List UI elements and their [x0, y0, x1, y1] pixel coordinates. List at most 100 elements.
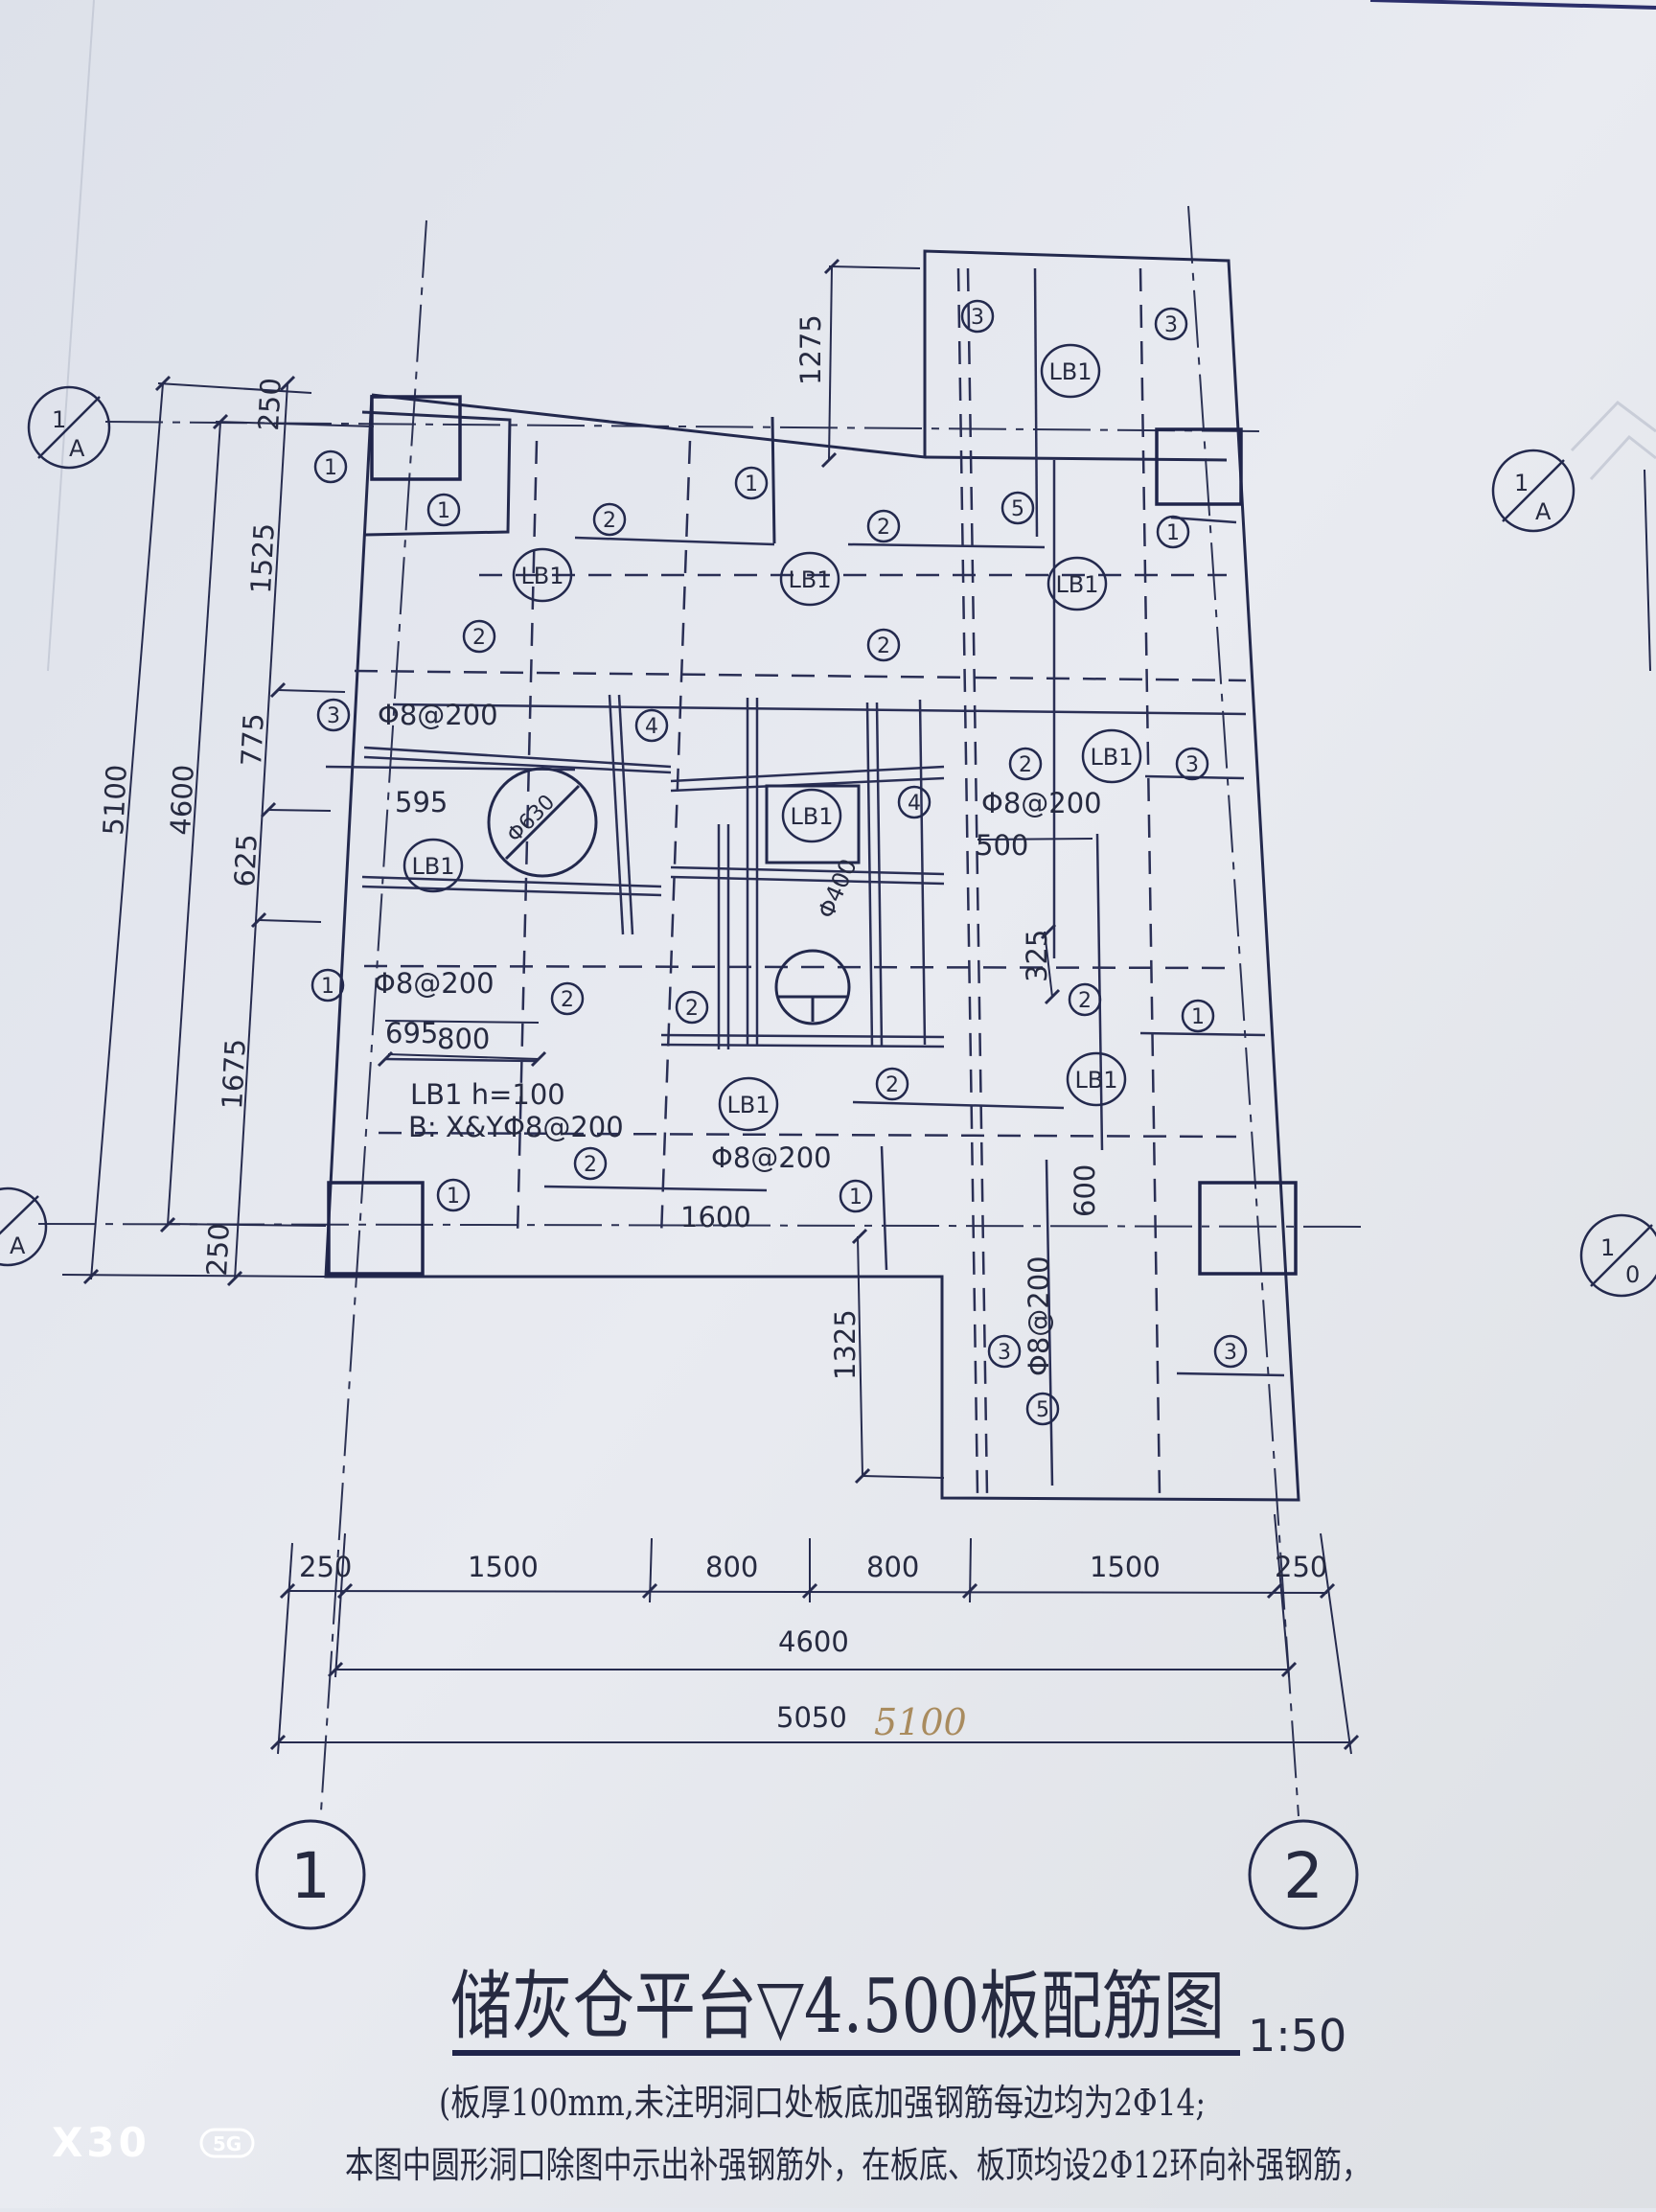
slab-tag-ellipse [1040, 343, 1101, 399]
axis-bubble-label: 1 [290, 1839, 331, 1913]
rebar-mark: 2 [1008, 747, 1043, 781]
rebar-mark-number: 3 [327, 704, 340, 728]
dimension-tick [377, 1050, 394, 1068]
rebar-mark-number: 2 [877, 634, 890, 658]
rebar-mark-circle [734, 466, 769, 500]
section-mark-bottom: A [10, 1233, 26, 1259]
rebar-mark: 1 [839, 1179, 873, 1213]
rebar-mark-number: 1 [447, 1185, 460, 1209]
rebar-mark-number: 3 [1224, 1341, 1237, 1365]
bottom-dim-total: 5050 [776, 1701, 847, 1734]
slab-spec-line2: B: X&YΦ8@200 [408, 1111, 624, 1143]
slab-tag-label: LB1 [788, 566, 831, 593]
rebar-mark: 1 [734, 466, 769, 500]
rebar-mark-number: 2 [1019, 753, 1032, 777]
dimension-tick [1280, 1661, 1298, 1678]
rebar-mark: 3 [1213, 1334, 1248, 1369]
adjacent-drawing-fragment [1570, 401, 1656, 481]
rebar-mark-number: 2 [603, 509, 616, 533]
dimension-tick [154, 375, 172, 392]
slab-tag-ellipse [1046, 556, 1108, 611]
section-mark-labels: 1 A 1 A A 1 0 [10, 406, 1640, 1288]
dimension-tick [851, 1228, 868, 1245]
camera-5g-label: 5G [213, 2132, 242, 2155]
section-mark-top: 1 [1514, 470, 1529, 496]
rebar-mark-circle [1181, 999, 1215, 1033]
bottom-dim-mid: 4600 [778, 1625, 849, 1658]
slab-tag-ellipse [402, 838, 464, 893]
left-dim-mid: 4600 [164, 764, 200, 836]
rebar-mark-circle [1156, 515, 1190, 549]
rebar-mark-number: 1 [324, 456, 337, 480]
rebar-mark: 4 [634, 708, 669, 743]
rebar-mark-circle [1068, 982, 1102, 1017]
rebar-mark-circle [1000, 491, 1035, 525]
slab-tag-label: LB1 [1074, 1067, 1117, 1094]
bottom-dim-seg: 1500 [468, 1551, 539, 1583]
dimension-tick [1040, 923, 1057, 940]
rebar-mark-number: 3 [971, 306, 984, 330]
rebar-mark-circle [573, 1146, 608, 1181]
slab-tag-ellipse [1066, 1051, 1127, 1107]
camera-watermark: X30 [52, 2119, 150, 2166]
rebar-mark-number: 2 [886, 1073, 899, 1097]
dimension-tick [212, 413, 229, 430]
internal-dim: 1600 [680, 1201, 751, 1233]
paper-top-edge [1369, 0, 1656, 10]
slab-tag-label: LB1 [726, 1092, 770, 1118]
dimension-tick [279, 375, 296, 392]
axis-bubble-2: 2 [1248, 1819, 1359, 1930]
rebar-mark-circle [462, 619, 496, 654]
dimension-tick [336, 1582, 354, 1600]
left-dim-seg: 1675 [216, 1038, 252, 1110]
rebar-mark: 4 [897, 785, 932, 819]
rebar-spec: Φ8@200 [374, 967, 494, 1000]
drawing-scale: 1:50 [1248, 2010, 1346, 2062]
slab-tag: LB1 [781, 788, 842, 843]
note-line-1: (板厚100mm,未注明洞口处板底加强钢筋每边均为2Φ14; [439, 2082, 1206, 2124]
round-hole-630 [487, 767, 598, 878]
left-dim-total: 5100 [97, 764, 133, 836]
internal-dim: 695 [385, 1017, 438, 1049]
dimension-tick [250, 911, 267, 929]
section-mark-top: 1 [1600, 1234, 1615, 1261]
slab-tag-ellipse [781, 788, 842, 843]
handwritten-note: 5100 [874, 1701, 967, 1743]
rebar-mark-number: 5 [1036, 1398, 1049, 1422]
rebar-mark: 2 [592, 502, 627, 537]
rebar-mark-circle [634, 708, 669, 743]
rebar-mark: 1 [1156, 515, 1190, 549]
dimension-tick [820, 451, 838, 469]
rebar-mark-circle [866, 509, 901, 543]
section-mark-bottom: A [69, 435, 85, 462]
rebar-mark: 2 [875, 1067, 909, 1101]
dimension-lines [61, 265, 1352, 1755]
left-dim-seg: 250 [200, 1222, 236, 1277]
columns [327, 395, 1298, 1276]
rebar-mark-circle [436, 1178, 471, 1212]
slab-tag: LB1 [1081, 728, 1142, 784]
rebar-mark: 2 [573, 1146, 608, 1181]
axis-bubble-1: 1 [255, 1819, 366, 1930]
round-hole-400 [774, 949, 851, 1025]
rebar-mark-circle [426, 493, 461, 527]
rebar-spec: Φ8@200 [378, 699, 498, 731]
dimension-tick [1266, 1582, 1283, 1600]
rebar-mark: 3 [987, 1334, 1022, 1369]
left-dim-seg: 775 [235, 712, 270, 767]
rebar-mark-number: 3 [1185, 753, 1199, 777]
rebar-mark-circle [316, 698, 351, 732]
left-dim-seg: 250 [252, 377, 288, 431]
rebar-mark-number: 1 [437, 499, 450, 523]
dimension-tick [961, 1582, 978, 1600]
rebar-mark-number: 3 [1164, 313, 1178, 337]
note-line-2: 本图中圆形洞口除图中示出补强钢筋外，在板底、板顶均设2Φ12环向补强钢筋， [345, 2144, 1370, 2186]
rebar-mark-number: 2 [472, 626, 486, 650]
rebar-mark-number: 1 [1166, 521, 1180, 545]
section-mark-top: 1 [52, 406, 66, 433]
slab-tag: LB1 [402, 838, 464, 893]
internal-dim: 325 [1021, 930, 1053, 982]
